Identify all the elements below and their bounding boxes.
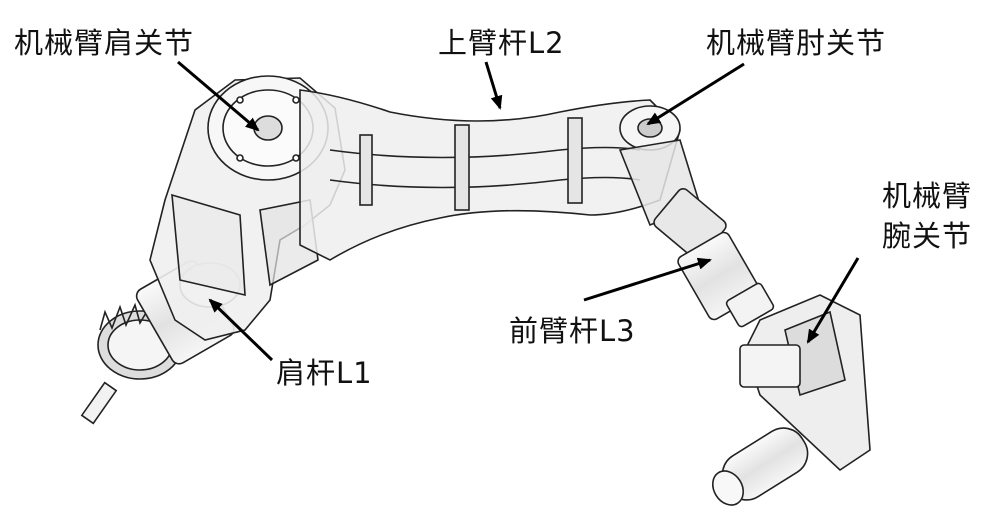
forearm <box>653 187 775 328</box>
arrow-shoulder-rod <box>208 298 274 362</box>
label-wrist-joint: 机械臂 腕关节 <box>882 176 972 256</box>
arrow-wrist-joint <box>806 257 860 344</box>
label-shoulder-joint: 机械臂肩关节 <box>14 26 195 60</box>
label-wrist-joint-line1: 机械臂 <box>882 179 973 213</box>
wrist-joint <box>711 294 871 506</box>
label-wrist-joint-line2: 腕关节 <box>882 219 973 253</box>
arrow-upper-arm <box>484 61 503 110</box>
label-forearm: 前臂杆L3 <box>509 314 636 348</box>
label-elbow-joint: 机械臂肘关节 <box>706 26 887 60</box>
arrow-shoulder-joint <box>177 60 260 132</box>
arrow-elbow-joint <box>646 62 745 126</box>
label-upper-arm: 上臂杆L2 <box>438 26 565 60</box>
label-shoulder-rod: 肩杆L1 <box>276 356 373 390</box>
upper-arm <box>299 89 681 261</box>
arrow-forearm <box>583 257 712 302</box>
pointer-arrows <box>177 60 860 362</box>
